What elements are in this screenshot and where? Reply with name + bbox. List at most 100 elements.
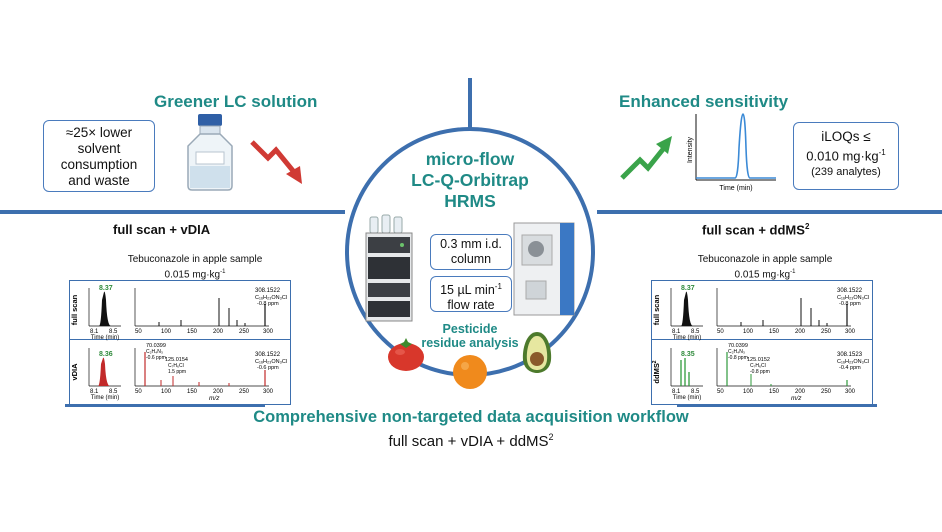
sensitivity-y-label: Intensity xyxy=(687,136,694,163)
right-row-ddms2-label: ddMS2 xyxy=(652,360,661,383)
left-bottom-125-formula: C₇H₆Cl xyxy=(168,363,184,369)
right-sample-line-2: 0.015 mg·kg xyxy=(734,269,791,281)
right-bottom-125-ppm: -0.8 ppm xyxy=(750,369,770,375)
left-row-fullscan-label: full scan xyxy=(70,294,79,325)
iloq-box: iLOQs ≤ 0.010 mg·kg-1 (239 analytes) xyxy=(793,122,899,190)
left-row-vdia-label: vDIA xyxy=(70,363,79,381)
right-top-time-tick-1: 8.1 xyxy=(672,329,681,335)
right-bottom-time-label: Time (min) xyxy=(673,395,701,401)
right-bottom-308-formula: C₁₆H₂₃ON₃Cl xyxy=(837,359,869,365)
left-top-308-ppm: -0.8 ppm xyxy=(257,301,279,307)
right-top-308-formula: C₁₆H₂₃ON₃Cl xyxy=(837,295,869,301)
right-bottom-mz-tick-2: 100 xyxy=(743,389,754,395)
sensitivity-graph: Intensity Time (min) xyxy=(687,113,776,192)
footer-subtitle-sup: 2 xyxy=(548,432,554,442)
right-bottom-time-tick-2: 8.5 xyxy=(691,389,700,395)
right-row-fullscan-label: full scan xyxy=(652,294,661,325)
left-panel-title: full scan + vDIA xyxy=(113,222,211,237)
tomato-icon xyxy=(388,338,424,371)
left-sample-line-2-sup: -1 xyxy=(220,269,226,275)
right-bottom-time-tick-1: 8.1 xyxy=(672,389,681,395)
solvent-line-3: consumption xyxy=(60,157,138,172)
center-title: micro-flow LC-Q-Orbitrap HRMS xyxy=(370,149,570,212)
right-top-time-tick-2: 8.5 xyxy=(691,329,700,335)
flow-line-1: 15 µL min xyxy=(440,283,495,298)
solvent-line-1: ≈25× lower xyxy=(65,125,133,140)
right-panel-title-wrap: full scan + ddMS2 xyxy=(702,222,809,237)
footer-subtitle-wrap: full scan + vDIA + ddMS2 xyxy=(0,432,942,450)
left-spectra: full scan 8.37 8.1 8.5 Time (min) 308.15… xyxy=(70,285,287,402)
right-bottom-125-mz: 125.0152 xyxy=(747,357,770,363)
center-title-line-2: LC-Q-Orbitrap xyxy=(411,170,529,190)
right-bottom-mz-tick-1: 50 xyxy=(717,389,724,395)
right-section-title: Enhanced sensitivity xyxy=(619,92,789,111)
left-bottom-time-tick-2: 8.5 xyxy=(109,389,118,395)
center-vertical-rule xyxy=(468,78,472,130)
right-bottom-308-ppm: -0.4 ppm xyxy=(839,365,861,371)
left-bottom-70-formula: C₂H₄N₃ xyxy=(146,349,163,355)
column-box: 0.3 mm i.d. column xyxy=(430,234,512,270)
right-top-mz-tick-3: 150 xyxy=(769,329,780,335)
right-bottom-mz-tick-3: 150 xyxy=(769,389,780,395)
iloq-line-2: 0.010 mg·kg xyxy=(806,148,879,164)
residue-line-1: Pesticide xyxy=(442,322,498,336)
right-sample-line-2-sup: -1 xyxy=(790,269,796,275)
right-top-mz-tick-5: 250 xyxy=(821,329,832,335)
right-sample-label: Tebuconazole in apple sample 0.015 mg·kg… xyxy=(640,254,890,281)
right-top-rt: 8.37 xyxy=(681,285,695,292)
orange-icon xyxy=(453,355,487,389)
solvent-line-2: solvent xyxy=(77,141,121,156)
left-bottom-308-mz: 308.1522 xyxy=(255,352,281,358)
right-top-308-mz: 308.1522 xyxy=(837,288,863,294)
right-bottom-70-formula: C₂H₄N₃ xyxy=(728,349,745,355)
iloq-line-3: (239 analytes) xyxy=(811,166,881,179)
left-sample-line-2: 0.015 mg·kg xyxy=(164,269,221,281)
right-bottom-rt: 8.35 xyxy=(681,351,695,358)
left-panel-frame xyxy=(69,280,291,405)
left-top-mz-tick-1: 50 xyxy=(135,329,142,335)
iloq-line-2-sup: -1 xyxy=(878,148,886,157)
right-row-ddms2-sup: 2 xyxy=(652,360,658,363)
solvent-line-4: and waste xyxy=(68,173,130,188)
top-right-rule xyxy=(597,210,942,214)
left-top-mz-tick-2: 100 xyxy=(161,329,172,335)
column-line-2: column xyxy=(450,252,492,266)
green-up-arrow-icon xyxy=(620,136,672,180)
right-panel-title-sup: 2 xyxy=(804,222,810,231)
left-sample-line-2-wrap: 0.015 mg·kg-1 xyxy=(70,266,320,281)
left-bottom-time-label: Time (min) xyxy=(91,395,119,401)
left-bottom-125-ppm: 1.5 ppm xyxy=(168,369,186,375)
left-top-mz-tick-6: 300 xyxy=(263,329,274,335)
bottom-right-rule xyxy=(677,404,877,407)
left-bottom-308-ppm: -0.6 ppm xyxy=(257,365,279,371)
red-down-arrow-icon xyxy=(250,140,302,184)
left-top-308-formula: C₁₆H₂₃ON₃Cl xyxy=(255,295,287,301)
sensitivity-x-label: Time (min) xyxy=(719,185,752,192)
left-bottom-308-formula: C₁₆H₂₃ON₃Cl xyxy=(255,359,287,365)
iloq-line-1: iLOQs ≤ xyxy=(821,129,871,144)
left-bottom-mz-tick-3: 150 xyxy=(187,389,198,395)
solvent-bottle-icon xyxy=(187,114,233,191)
left-top-mz-tick-5: 250 xyxy=(239,329,250,335)
left-bottom-mz-tick-2: 100 xyxy=(161,389,172,395)
right-bottom-125-formula: C₇H₆Cl xyxy=(750,363,766,369)
left-bottom-mz-label: m/z xyxy=(209,395,220,402)
left-top-mz-tick-3: 150 xyxy=(187,329,198,335)
lc-instrument-icon xyxy=(365,214,413,322)
left-section-title: Greener LC solution xyxy=(154,92,318,111)
right-bottom-70-ppm: -0.8 ppm xyxy=(728,355,748,361)
right-row-ddms2-main: ddMS xyxy=(652,363,661,383)
center-title-line-3: HRMS xyxy=(444,191,496,211)
left-top-mz-tick-4: 200 xyxy=(213,329,224,335)
center-title-line-1: micro-flow xyxy=(425,149,515,169)
flow-line-1-wrap: 15 µL min-1 xyxy=(431,279,511,298)
left-bottom-125-mz: 125.0154 xyxy=(165,357,188,363)
left-top-time-tick-1: 8.1 xyxy=(90,329,99,335)
iloq-line-2-wrap: 0.010 mg·kg-1 xyxy=(794,145,898,164)
left-panel-divider xyxy=(69,339,290,340)
bottom-left-rule xyxy=(65,404,265,407)
residue-line-2: residue analysis xyxy=(421,336,519,350)
right-panel-divider xyxy=(651,339,872,340)
right-panel-title: full scan + ddMS xyxy=(702,222,805,238)
solvent-reduction-box: ≈25× lower solvent consumption and waste xyxy=(43,120,155,192)
